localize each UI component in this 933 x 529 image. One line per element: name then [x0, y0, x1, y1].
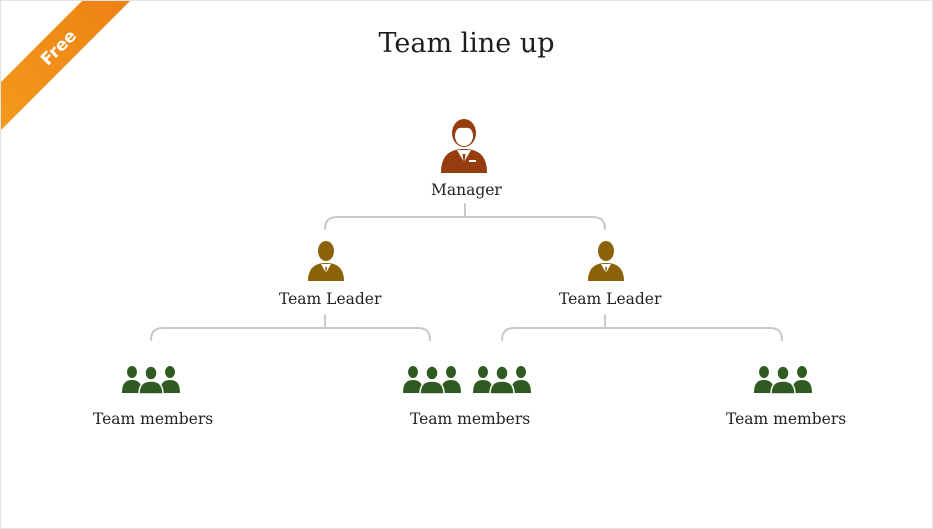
manager-label: Manager — [431, 181, 502, 199]
team-members-icon — [122, 365, 180, 395]
connector-leader1-to-members — [150, 314, 431, 341]
team-members-icon — [403, 365, 461, 395]
team-leader-icon — [588, 241, 624, 281]
team-members-icon — [473, 365, 531, 395]
team-members-icon — [754, 365, 812, 395]
team-members-label: Team members — [410, 410, 531, 428]
team-members-label: Team members — [726, 410, 847, 428]
team-leader-label: Team Leader — [279, 290, 382, 308]
manager-icon — [441, 119, 487, 173]
team-leader-label: Team Leader — [559, 290, 662, 308]
connector-manager-to-leaders — [324, 203, 606, 230]
page-title: Team line up — [378, 28, 555, 59]
team-leader-icon — [308, 241, 344, 281]
team-members-label: Team members — [93, 410, 214, 428]
connector-leader2-to-members — [501, 314, 783, 341]
